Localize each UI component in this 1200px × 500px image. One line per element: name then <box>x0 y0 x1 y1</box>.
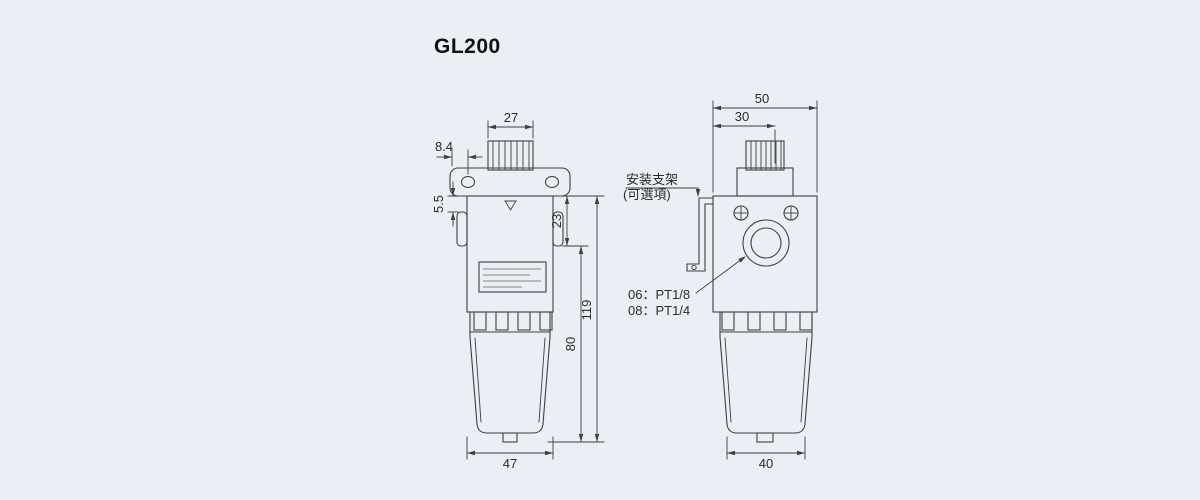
side-bowl <box>719 331 813 443</box>
side-dim-bottom-width: 40 <box>726 436 806 471</box>
side-knob <box>736 140 794 197</box>
arrowhead-icon <box>727 450 735 456</box>
front-dim-hole-offset: 8.4 <box>435 139 483 175</box>
bracket-screws <box>733 205 799 221</box>
arrowhead-icon <box>564 196 570 204</box>
dim-label: 47 <box>503 456 517 471</box>
side-tab <box>552 211 564 247</box>
arrowhead-icon <box>525 124 533 130</box>
arrowhead-icon <box>797 450 805 456</box>
arrowhead-icon <box>564 238 570 246</box>
front-body <box>456 195 564 313</box>
side-dim-knob-offset: 30 <box>712 109 776 164</box>
bracket-note: 安装支架 (可選項) <box>623 172 701 202</box>
front-bowl <box>469 331 551 443</box>
dim-label: 80 <box>563 337 578 351</box>
bracket-hole <box>544 175 560 189</box>
dim-label: 5.5 <box>431 195 446 213</box>
arrowhead-icon <box>578 434 584 442</box>
front-knob <box>487 140 534 171</box>
dim-label: 30 <box>735 109 749 124</box>
arrowhead-icon <box>809 105 817 111</box>
dim-label: 50 <box>755 91 769 106</box>
arrowhead-icon <box>695 189 701 197</box>
front-dim-knob-width: 27 <box>487 110 534 139</box>
arrowhead-icon <box>468 154 476 160</box>
port-note-line1: 06：PT1/8 <box>628 287 690 302</box>
arrowhead-icon <box>767 123 775 129</box>
drain-plug <box>756 432 774 443</box>
arrowhead-icon <box>594 434 600 442</box>
bracket-note-line2: (可選項) <box>623 187 671 202</box>
dim-label: 40 <box>759 456 773 471</box>
side-view: 50 30 <box>623 91 818 471</box>
side-tab <box>456 211 468 247</box>
port-outer-circle <box>742 219 790 267</box>
dim-label: 8.4 <box>435 139 453 154</box>
front-dim-plate-gap: 5.5 <box>431 181 468 227</box>
arrowhead-icon <box>467 450 475 456</box>
flow-direction-icon <box>504 200 517 211</box>
arrowhead-icon <box>488 124 496 130</box>
drawing-title: GL200 <box>434 35 501 58</box>
side-port <box>742 219 790 267</box>
arrowhead-icon <box>444 154 452 160</box>
bracket-note-line1: 安装支架 <box>626 172 678 187</box>
dim-label: 119 <box>579 300 594 321</box>
arrowhead-icon <box>578 246 584 254</box>
port-inner-circle <box>750 227 782 259</box>
arrowhead-icon <box>450 188 456 196</box>
front-view: 27 8.4 5.5 <box>431 110 605 471</box>
knob-flange <box>736 167 794 197</box>
front-dim-body-width: 47 <box>466 436 554 471</box>
side-body <box>712 195 818 313</box>
arrowhead-icon <box>545 450 553 456</box>
arrowhead-icon <box>738 256 746 263</box>
arrowhead-icon <box>594 196 600 204</box>
drain-plug <box>502 432 518 443</box>
bracket-foot-hole <box>691 264 697 271</box>
dim-label: 27 <box>504 110 518 125</box>
port-note: 06：PT1/8 08：PT1/4 <box>628 256 746 318</box>
arrowhead-icon <box>713 123 721 129</box>
side-mounting-bracket <box>686 197 714 272</box>
arrowhead-icon <box>713 105 721 111</box>
front-name-plate <box>478 261 547 293</box>
side-dim-total-depth: 50 <box>712 91 818 193</box>
arrowhead-icon <box>450 212 456 220</box>
port-note-line2: 08：PT1/4 <box>628 303 690 318</box>
bracket-hole <box>460 175 476 189</box>
front-dim-heights: 23 80 119 <box>547 195 605 443</box>
side-bowl-guard <box>719 311 813 333</box>
dim-label: 23 <box>549 214 564 228</box>
front-bowl-guard <box>469 311 553 333</box>
